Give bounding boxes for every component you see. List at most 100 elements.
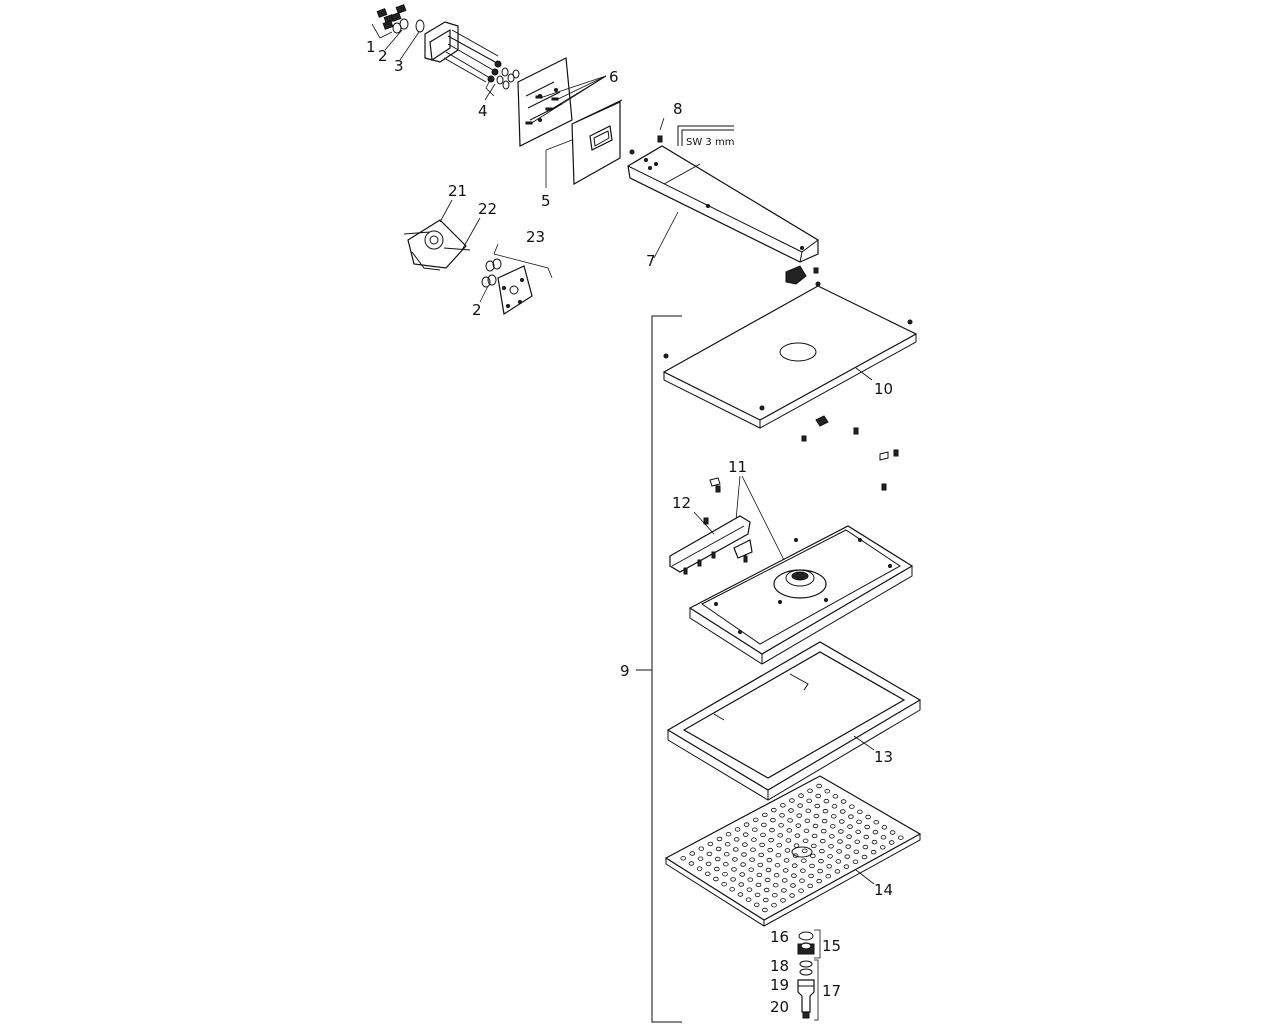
nozzle	[731, 867, 737, 872]
nozzle	[724, 842, 731, 847]
nozzle	[730, 877, 736, 882]
part-1-nuts	[376, 4, 407, 30]
callout-13: 13	[874, 748, 893, 766]
nozzle	[760, 832, 766, 838]
part-16-ring	[798, 931, 814, 941]
nozzle	[792, 853, 799, 858]
nozzle	[814, 803, 821, 809]
callout-15: 15	[822, 937, 841, 955]
nozzle	[762, 907, 768, 913]
nozzle	[770, 807, 777, 813]
nozzle	[816, 878, 822, 884]
callout-19: 19	[770, 976, 789, 994]
part-7-shower-arm	[627, 145, 819, 263]
nozzle	[758, 852, 764, 858]
arm-connector	[785, 265, 819, 285]
nozzle	[835, 859, 842, 864]
nozzle	[740, 862, 746, 867]
nozzle	[742, 832, 749, 837]
nozzle	[771, 893, 778, 898]
nozzle	[706, 851, 713, 857]
nozzle	[897, 835, 904, 840]
nozzle	[824, 789, 831, 794]
nozzle	[821, 818, 828, 824]
part-11-chassis	[688, 525, 914, 665]
nozzle	[871, 839, 878, 845]
part-21-mounting-bracket	[403, 219, 471, 271]
nozzle	[751, 827, 758, 832]
nozzle	[827, 854, 833, 859]
nozzle	[857, 809, 863, 814]
nozzle	[725, 832, 732, 837]
nozzle	[830, 814, 837, 819]
nozzle	[865, 814, 871, 820]
nozzle	[741, 852, 747, 857]
callout-12: 12	[672, 494, 691, 512]
nozzle	[840, 799, 847, 804]
callout-4: 4	[478, 102, 488, 120]
nozzle	[714, 856, 721, 862]
nozzle	[783, 858, 790, 863]
callout-8: 8	[673, 100, 683, 118]
nozzle	[798, 793, 804, 798]
nozzle	[829, 824, 836, 829]
nozzle	[768, 837, 774, 843]
nozzle	[752, 817, 759, 822]
nozzle	[807, 883, 813, 889]
part-18-ring	[799, 960, 813, 968]
nozzle	[779, 813, 785, 818]
nozzle	[761, 812, 768, 818]
nozzle	[815, 793, 821, 799]
nozzle	[698, 846, 705, 851]
nozzle	[806, 798, 812, 803]
nozzle	[832, 794, 839, 799]
nozzle	[757, 862, 764, 868]
callout-2: 2	[378, 47, 388, 65]
nozzle	[870, 849, 877, 855]
nozzle	[780, 898, 786, 903]
part-19-ring	[799, 968, 813, 976]
part-3-ring	[415, 19, 425, 33]
nozzle	[888, 840, 895, 845]
nozzle	[746, 887, 753, 892]
nozzle	[800, 868, 806, 873]
nozzle	[782, 868, 789, 873]
nozzle	[753, 902, 760, 907]
part-2-rings	[392, 18, 409, 34]
part-10-top-plate	[662, 281, 918, 429]
nozzle	[680, 856, 686, 861]
callout-6: 6	[609, 68, 619, 86]
nozzle	[777, 833, 783, 838]
nozzle	[853, 849, 860, 854]
part-5-cover-plate	[571, 99, 623, 186]
nozzle	[745, 897, 752, 902]
nozzle	[823, 798, 830, 804]
nozzle	[715, 846, 722, 852]
nozzle	[819, 838, 826, 844]
nozzle	[688, 861, 695, 866]
nozzle	[754, 892, 761, 898]
nozzle	[781, 888, 787, 893]
nozzle	[748, 867, 754, 872]
callout-20: 20	[770, 998, 789, 1016]
nozzle	[786, 828, 793, 833]
part-4-valve-body	[424, 21, 520, 90]
nozzle	[723, 852, 730, 857]
callout-16: 16	[770, 928, 789, 946]
nozzle	[790, 883, 796, 888]
nozzle	[799, 878, 805, 883]
callout-18: 18	[770, 957, 789, 975]
nozzle	[742, 842, 748, 847]
nozzle	[817, 868, 823, 874]
nozzle	[771, 903, 777, 908]
nozzle	[761, 822, 767, 828]
nozzle	[847, 824, 853, 829]
nozzle	[751, 837, 757, 842]
nozzle	[818, 858, 824, 864]
callout-10: 10	[874, 380, 893, 398]
nozzle	[838, 829, 844, 834]
nozzle	[762, 897, 769, 903]
nozzle	[789, 893, 795, 898]
callout-21: 21	[448, 182, 467, 200]
